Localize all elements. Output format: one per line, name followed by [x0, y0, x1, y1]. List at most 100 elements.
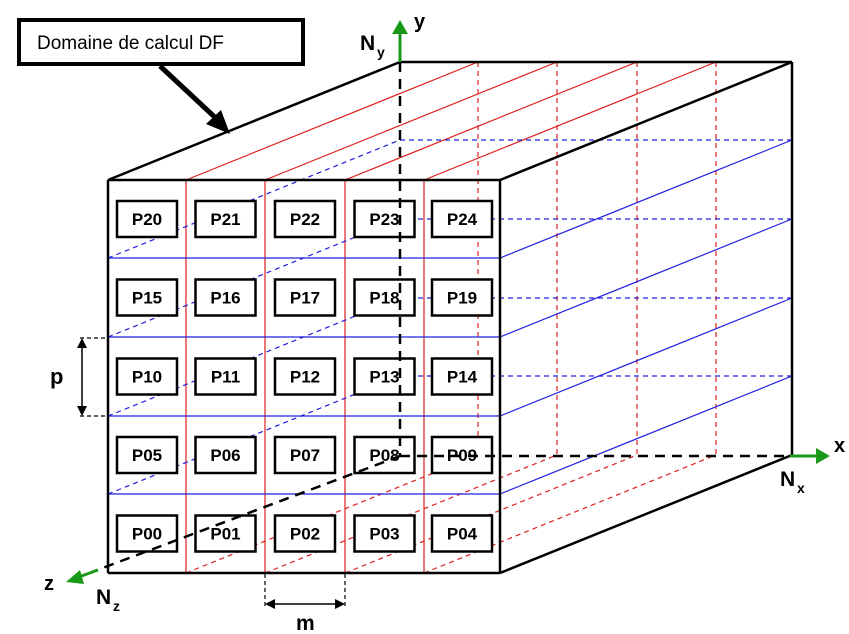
- processor-box: [115, 514, 179, 553]
- processor-cell: P19: [430, 278, 494, 317]
- processor-label: P03: [369, 525, 399, 544]
- title-box: [17, 18, 305, 66]
- processor-label: P19: [447, 289, 477, 308]
- processor-cell: P11: [194, 357, 257, 396]
- processor-label: P17: [290, 289, 320, 308]
- top-left-edge: [107, 60, 401, 182]
- processor-box: [194, 199, 257, 239]
- column-divider-bottom: [423, 454, 717, 574]
- processor-label: P12: [290, 368, 320, 387]
- z-axis-dashed: [91, 454, 401, 574]
- processor-cell: P20: [115, 199, 179, 239]
- row-divider-left: [107, 297, 401, 417]
- processor-label: P04: [447, 525, 478, 544]
- processor-box: [273, 514, 337, 553]
- processor-label: P07: [290, 446, 320, 465]
- dimension-markers: p m: [50, 337, 346, 634]
- processor-box: [115, 435, 179, 475]
- processor-box: [273, 199, 337, 239]
- ny-label-base: N: [360, 32, 375, 55]
- processor-label: P09: [447, 446, 477, 465]
- row-divider-side: [499, 375, 793, 495]
- column-divider-bottom: [264, 454, 558, 574]
- processor-label: P05: [132, 446, 162, 465]
- row-divider-left: [107, 375, 401, 495]
- processor-cell: P14: [430, 357, 494, 396]
- processor-box: [353, 514, 416, 553]
- processor-label: P02: [290, 525, 320, 544]
- processor-cell: P00: [115, 514, 179, 553]
- x-arrowhead: [816, 448, 830, 464]
- column-divider-top: [423, 61, 717, 181]
- title-callout: Domaine de calcul DF: [17, 18, 305, 134]
- ny-label-sub: y: [377, 44, 385, 60]
- nz-label-sub: z: [113, 598, 120, 614]
- processor-box: [115, 278, 179, 317]
- processor-cell: P04: [430, 514, 494, 553]
- processor-cell: P07: [273, 435, 337, 475]
- m-arrowhead-left: [265, 599, 275, 609]
- processor-label: P18: [369, 289, 399, 308]
- processor-box: [430, 199, 494, 239]
- processor-cell: P18: [353, 278, 416, 317]
- cube-outline: [106, 60, 794, 575]
- processor-label: P13: [369, 368, 399, 387]
- processor-label: P10: [132, 368, 162, 387]
- row-divider-left: [107, 218, 401, 338]
- processor-cell: P22: [273, 199, 337, 239]
- processor-box: [115, 357, 179, 396]
- processor-label: P00: [132, 525, 162, 544]
- processor-cell: P17: [273, 278, 337, 317]
- processor-cell: P15: [115, 278, 179, 317]
- nz-label-base: N: [96, 586, 111, 609]
- processor-box: [115, 199, 179, 239]
- row-divider-side: [499, 297, 793, 417]
- p-label: p: [50, 364, 63, 389]
- processor-box: [194, 514, 257, 553]
- processor-box: [273, 357, 337, 396]
- processor-label: P20: [132, 210, 162, 229]
- p-arrowhead-bottom: [77, 406, 87, 416]
- processor-cell: P03: [353, 514, 416, 553]
- processor-box: [273, 278, 337, 317]
- processor-cell: P10: [115, 357, 179, 396]
- processor-cell: P12: [273, 357, 337, 396]
- m-label: m: [296, 612, 315, 634]
- processor-cell: P05: [115, 435, 179, 475]
- title-text: Domaine de calcul DF: [37, 33, 224, 54]
- nx-label-base: N: [780, 468, 795, 491]
- coordinate-axes: y x z N y N x N z: [44, 11, 845, 614]
- processor-label: P06: [210, 446, 240, 465]
- processor-label: P11: [211, 368, 240, 387]
- nx-label-sub: x: [797, 480, 805, 496]
- column-divider-bottom: [185, 454, 479, 574]
- processor-box: [353, 357, 416, 396]
- p-arrowhead-top: [77, 338, 87, 348]
- processor-label: P01: [210, 525, 240, 544]
- processor-box: [353, 278, 416, 317]
- processor-cell: P16: [194, 278, 257, 317]
- processor-box: [430, 514, 494, 553]
- processor-cell: P06: [194, 435, 257, 475]
- processor-label: P14: [447, 368, 478, 387]
- processor-label: P23: [369, 210, 399, 229]
- processor-label: P16: [210, 289, 240, 308]
- processor-cell: P02: [273, 514, 337, 553]
- processor-box: [353, 199, 416, 239]
- column-divider-top: [185, 61, 479, 181]
- processor-cell: P13: [353, 357, 416, 396]
- processor-label: P15: [132, 289, 162, 308]
- processor-cell: P21: [194, 199, 257, 239]
- column-divider-top: [264, 61, 558, 181]
- top-right-edge: [499, 60, 793, 182]
- callout-arrowhead: [206, 110, 230, 134]
- column-divider-bottom: [344, 454, 638, 574]
- processor-label: P22: [290, 210, 320, 229]
- processor-box: [273, 435, 337, 475]
- z-axis-label: z: [44, 573, 54, 595]
- m-arrowhead-right: [335, 599, 345, 609]
- processor-label: P21: [210, 210, 240, 229]
- row-divider-left: [107, 139, 401, 259]
